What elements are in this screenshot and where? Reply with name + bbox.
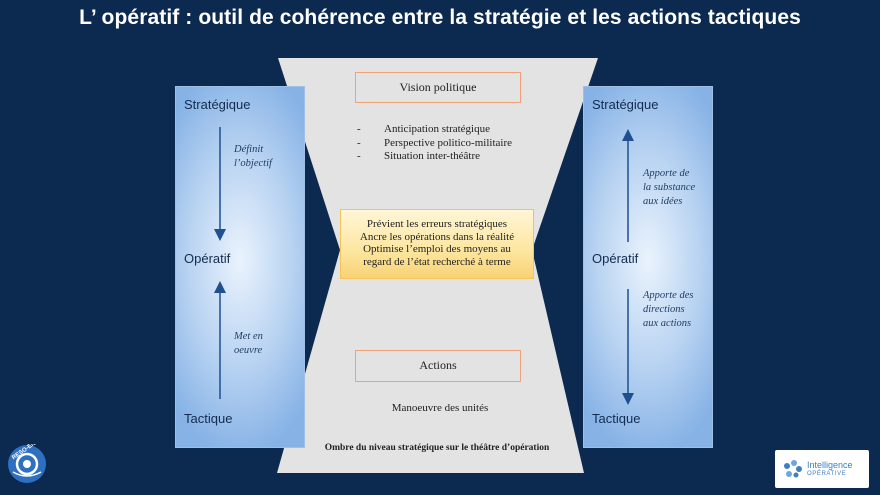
operatif-role-box: Prévient les erreurs stratégiques Ancre … xyxy=(340,209,534,279)
left-up-note: Met en oeuvre xyxy=(234,330,263,358)
right-level-panel: Stratégique Opératif Tactique Apporte de… xyxy=(583,86,713,448)
bullet-text: Situation inter-théâtre xyxy=(384,150,480,162)
role-line: Prévient les erreurs stratégiques xyxy=(366,218,508,230)
manoeuvre-label: Manoeuvre des unités xyxy=(391,402,489,414)
bullet-text: Perspective politico-militaire xyxy=(384,136,512,149)
reso-ent-badge-logo: RESO-ENT xyxy=(8,444,46,483)
left-level-operatif: Opératif xyxy=(184,251,231,266)
role-line: Ancre les opérations dans la réalité xyxy=(359,230,515,243)
bullet-item: - Situation inter-théâtre xyxy=(357,150,512,164)
brand-name-line2: OPÉRATIVE xyxy=(807,471,847,477)
left-down-note: Définit l’objectif xyxy=(234,143,272,171)
right-up-note: Apporte de la substance aux idées xyxy=(643,167,695,209)
bullet-item: - Anticipation stratégique xyxy=(357,123,512,137)
ombre-caption: Ombre du niveau stratégique sur le théât… xyxy=(324,443,550,453)
bullet-dash: - xyxy=(357,123,361,135)
bullet-item: - Perspective politico-militaire xyxy=(357,137,512,151)
right-level-tactique: Tactique xyxy=(592,411,641,426)
role-line: regard de l’état recherché à terme xyxy=(363,255,511,268)
right-down-note-line2: directions xyxy=(643,304,685,315)
left-down-note-line1: Définit xyxy=(234,144,264,155)
left-arrows xyxy=(214,127,226,399)
right-level-strategique: Stratégique xyxy=(592,97,659,112)
actions-box: Actions xyxy=(355,350,521,382)
left-level-panel: Stratégique Opératif Tactique Définit l’… xyxy=(175,86,305,448)
left-level-tactique: Tactique xyxy=(184,411,233,426)
intelligence-operative-logo: Intelligence OPÉRATIVE xyxy=(775,450,869,488)
left-up-note-line1: Met en xyxy=(234,331,263,342)
slide-title: L’ opératif : outil de cohérence entre l… xyxy=(79,6,801,29)
left-level-strategique: Stratégique xyxy=(184,97,251,112)
bullet-dash: - xyxy=(357,150,361,162)
bullet-dash: - xyxy=(357,136,361,149)
left-down-note-line2: l’objectif xyxy=(234,158,272,169)
right-down-note-line3: aux actions xyxy=(643,318,692,329)
right-up-note-line2: la substance xyxy=(643,182,696,193)
left-up-note-line2: oeuvre xyxy=(234,345,263,356)
right-down-note: Apporte des directions aux actions xyxy=(643,289,693,331)
role-line: Optimise l’emploi des moyens au xyxy=(363,243,511,255)
bullet-text: Anticipation stratégique xyxy=(384,123,490,135)
vision-bullet-list: - Anticipation stratégique - Perspective p… xyxy=(357,123,512,164)
right-level-operatif: Opératif xyxy=(592,251,639,266)
network-dots-icon xyxy=(784,460,802,478)
right-up-note-line3: aux idées xyxy=(643,196,683,207)
brand-name-line1: Intelligence xyxy=(807,460,853,470)
right-down-note-line1: Apporte des xyxy=(643,290,694,301)
vision-politique-box: Vision politique xyxy=(355,72,521,103)
right-arrows xyxy=(622,129,634,405)
right-up-note-line1: Apporte de xyxy=(643,168,690,179)
